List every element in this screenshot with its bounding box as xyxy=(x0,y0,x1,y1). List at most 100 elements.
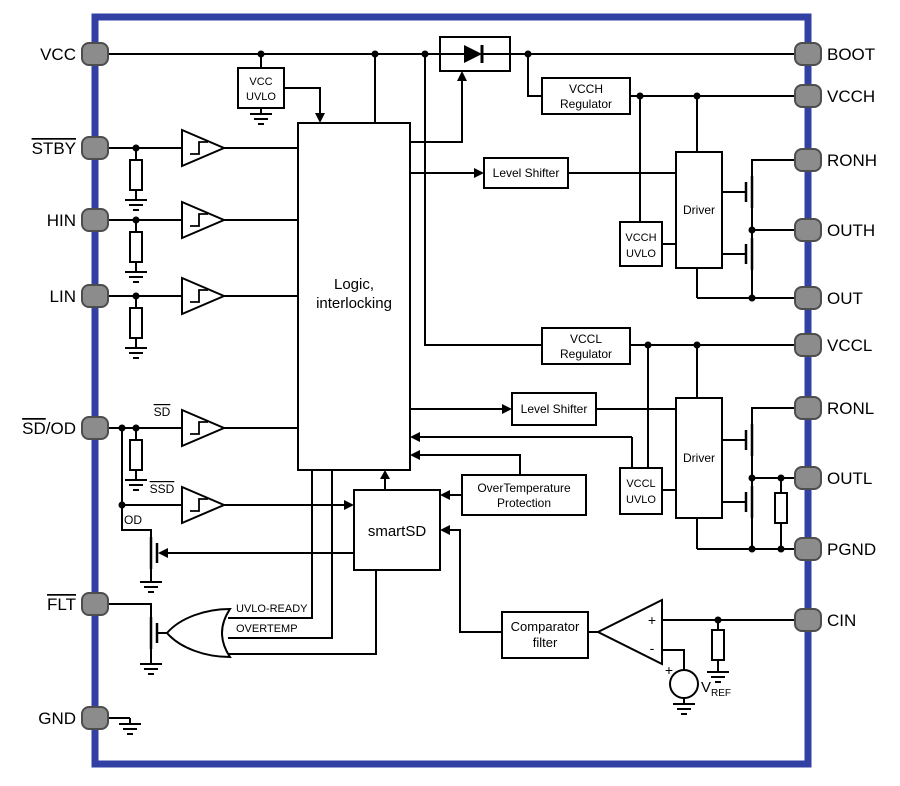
block-driver-high xyxy=(675,151,723,269)
pin-label-vcc: VCC xyxy=(40,45,76,64)
block-logic-interlocking xyxy=(297,122,411,471)
vcch-regulator-label-1: VCCH xyxy=(569,82,603,96)
vref-plus-label: + xyxy=(665,662,673,678)
wire-lowside-output-stage xyxy=(696,407,795,550)
schmitt-triggers xyxy=(181,129,225,524)
pulldown-resistor-hin xyxy=(129,231,143,263)
vcch-uvlo-label-2: UVLO xyxy=(626,248,656,260)
pin-gnd xyxy=(81,706,109,730)
pin-label-outl: OUTL xyxy=(827,469,872,488)
mosfet-lowside-source xyxy=(744,422,754,458)
smartsd-label: smartSD xyxy=(368,523,427,540)
pin-out xyxy=(794,286,822,310)
block-vcch-regulator xyxy=(541,77,631,115)
sd-signal-label: SD xyxy=(154,405,171,419)
vref-label: VREF xyxy=(701,679,731,699)
pin-label-pgnd: PGND xyxy=(827,540,876,559)
pin-label-lin: LIN xyxy=(50,287,76,306)
logic-label-2: interlocking xyxy=(316,295,392,312)
pin-labels: VCC STBY HIN LIN SD/OD FLT GND BOOT VCCH… xyxy=(22,45,877,728)
schmitt-trigger-stby xyxy=(181,129,225,167)
wire-flt-output xyxy=(108,603,167,658)
ground-symbol xyxy=(139,657,163,675)
overtemp-label: OVERTEMP xyxy=(236,623,298,635)
wire-comparator xyxy=(450,529,795,670)
od-signal-label: OD xyxy=(124,513,142,527)
level-shifter-low-label: Level Shifter xyxy=(521,402,588,416)
mosfet-highside-sink xyxy=(744,236,754,272)
arrowheads xyxy=(158,71,512,558)
pins xyxy=(81,42,822,730)
wire-fault-signals xyxy=(228,470,386,655)
junction-dots xyxy=(118,50,785,624)
pin-vcch xyxy=(794,84,822,108)
pin-flt xyxy=(81,592,109,616)
block-vccl-regulator xyxy=(541,327,631,365)
pin-pgnd xyxy=(794,537,822,561)
driver-high-label: Driver xyxy=(683,203,715,217)
pin-sdod xyxy=(81,416,109,440)
pulldown-resistor-cin xyxy=(711,629,725,661)
wire-vcch-rail xyxy=(630,95,795,222)
mosfet-highside-source xyxy=(744,174,754,210)
comparator-plus-label: + xyxy=(648,612,656,628)
pin-label-hin: HIN xyxy=(47,211,76,230)
block-vcc-uvlo xyxy=(237,67,285,109)
comparator-filter-label-1: Comparator xyxy=(511,619,580,634)
mosfet-open-drain-od xyxy=(149,535,159,571)
pin-label-ronl: RONL xyxy=(827,399,874,418)
ground-symbol xyxy=(124,473,148,491)
block-smartsd xyxy=(353,489,441,571)
pin-outh xyxy=(794,218,822,242)
wire-sdod xyxy=(108,427,354,576)
pin-boot xyxy=(794,42,822,66)
ground-symbol xyxy=(124,193,148,211)
schmitt-trigger-ssd xyxy=(181,486,225,524)
pin-label-outh: OUTH xyxy=(827,221,875,240)
pulldown-resistor-lin xyxy=(129,307,143,339)
comparator-filter-label-2: filter xyxy=(533,635,558,650)
ground-symbol xyxy=(124,341,148,359)
or-gate-fault xyxy=(165,607,232,659)
pin-cin xyxy=(794,608,822,632)
pin-label-out: OUT xyxy=(827,289,863,308)
wire-vcc-uvlo-to-logic xyxy=(284,87,321,114)
block-level-shifter-low xyxy=(511,392,597,426)
pin-label-flt: FLT xyxy=(47,595,76,614)
schmitt-trigger-sd xyxy=(181,409,225,447)
pulldown-resistor-stby xyxy=(129,159,143,191)
otp-label-1: OverTemperature xyxy=(477,481,571,495)
wire-vccl-rail xyxy=(420,344,795,468)
vref-source xyxy=(669,669,699,699)
pin-label-sdod: SD/OD xyxy=(22,419,76,438)
vcch-uvlo-label-1: VCCH xyxy=(625,232,656,244)
ground-symbol xyxy=(249,107,273,125)
pin-outl xyxy=(794,466,822,490)
pin-label-vcch: VCCH xyxy=(827,87,875,106)
pin-lin xyxy=(81,284,109,308)
vcch-regulator-label-2: Regulator xyxy=(560,97,612,111)
pin-label-vccl: VCCL xyxy=(827,336,872,355)
pin-vccl xyxy=(794,333,822,357)
bootstrap-diode-symbol xyxy=(440,45,510,63)
wire-logic-to-boot-diode xyxy=(410,80,463,143)
level-shifter-high-label: Level Shifter xyxy=(493,166,560,180)
ssd-signal-label: SSD xyxy=(150,482,175,496)
schmitt-trigger-lin xyxy=(181,277,225,315)
pin-label-gnd: GND xyxy=(38,709,76,728)
pin-label-ronh: RONH xyxy=(827,151,877,170)
wire-otp xyxy=(420,454,521,496)
pin-ronl xyxy=(794,396,822,420)
uvlo-ready-label: UVLO-READY xyxy=(236,603,308,615)
ground-symbol xyxy=(139,575,163,593)
mosfet-lowside-sink xyxy=(744,484,754,520)
vcc-uvlo-label-1: VCC xyxy=(249,76,272,88)
ground-symbol xyxy=(124,265,148,283)
block-vcch-uvlo xyxy=(619,221,663,267)
pulldown-resistor-sdod xyxy=(129,439,143,471)
pin-ronh xyxy=(794,148,822,172)
comparator-minus-label: - xyxy=(650,640,655,656)
pin-hin xyxy=(81,208,109,232)
